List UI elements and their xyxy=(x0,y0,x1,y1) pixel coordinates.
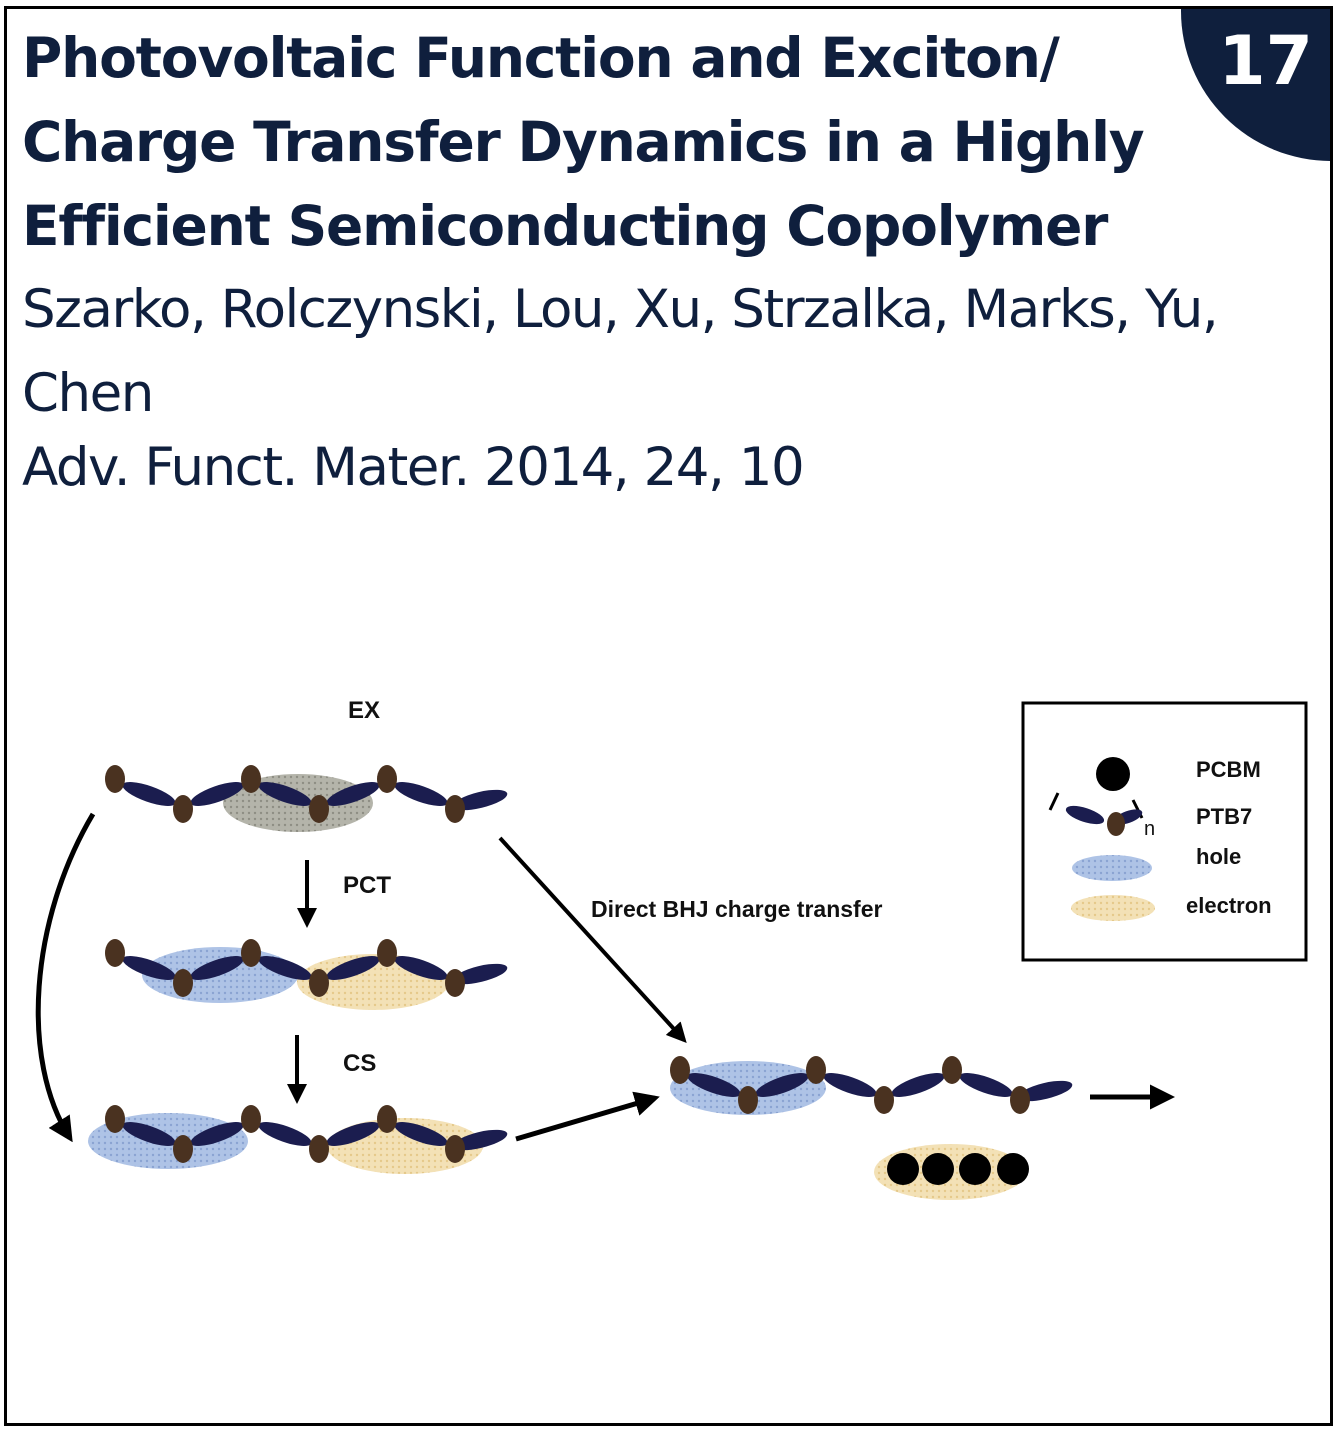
legend-pcbm-label: PCBM xyxy=(1196,757,1261,782)
polymer-segment xyxy=(122,1122,176,1146)
polymer-bead xyxy=(445,795,465,823)
legend-hole-label: hole xyxy=(1196,844,1241,869)
pct-state xyxy=(105,939,508,1010)
pcbm-legend-icon xyxy=(1096,757,1130,791)
polymer-bead xyxy=(445,1135,465,1163)
pcbm-ball xyxy=(959,1153,991,1185)
polymer-bead xyxy=(309,1135,329,1163)
polymer-bead xyxy=(309,969,329,997)
pcbm-ball xyxy=(887,1153,919,1185)
direct-bhj-arrow xyxy=(498,836,687,1043)
paper-title: Photovoltaic Function and Exciton/ Charg… xyxy=(22,26,1145,258)
paper-authors: Szarko, Rolczynski, Lou, Xu, Strzalka, M… xyxy=(22,279,1219,424)
cs-label: CS xyxy=(343,1050,376,1077)
polymer-bead xyxy=(105,1105,125,1133)
polymer-segment xyxy=(394,956,448,980)
bhj-polymer-chain xyxy=(670,1056,1073,1114)
polymer-bead xyxy=(173,969,193,997)
legend-subscript-n: n xyxy=(1144,818,1155,840)
hole-legend-icon xyxy=(1072,855,1152,881)
polymer-bead xyxy=(173,1135,193,1163)
polymer-segment xyxy=(1017,1080,1073,1102)
polymer-bead xyxy=(377,939,397,967)
cs-polymer-chain xyxy=(105,1105,508,1163)
polymer-bead xyxy=(377,1105,397,1133)
bhj-state xyxy=(670,1056,1073,1200)
direct-bhj-label: Direct BHJ charge transfer xyxy=(591,896,882,922)
polymer-segment xyxy=(394,782,448,806)
ptb7-legend-icon: n xyxy=(1048,792,1155,840)
legend-ptb7-label: PTB7 xyxy=(1196,804,1252,829)
polymer-bead xyxy=(874,1086,894,1114)
polymer-segment xyxy=(258,1122,312,1146)
polymer-bead xyxy=(173,795,193,823)
paper-citation: Adv. Funct. Mater. 2014, 24, 10 xyxy=(22,437,805,498)
legend: PCBM n PTB7 hole electron xyxy=(1021,701,1308,962)
polymer-segment xyxy=(190,1122,244,1146)
polymer-segment xyxy=(122,782,176,806)
polymer-bead xyxy=(105,765,125,793)
ex-polymer-chain xyxy=(105,765,508,823)
polymer-bead xyxy=(670,1056,690,1084)
polymer-segment xyxy=(326,956,380,980)
polymer-bead xyxy=(377,765,397,793)
polymer-bead xyxy=(241,1105,261,1133)
polymer-bead xyxy=(241,939,261,967)
cs-to-bhj-arrow xyxy=(515,1091,660,1142)
polymer-segment xyxy=(823,1073,877,1097)
polymer-bead xyxy=(105,939,125,967)
polymer-segment xyxy=(452,1129,508,1151)
polymer-segment xyxy=(326,782,380,806)
polymer-segment xyxy=(326,1122,380,1146)
polymer-segment xyxy=(258,956,312,980)
polymer-bead xyxy=(309,795,329,823)
badge-number: 17 xyxy=(1218,22,1313,101)
polymer-segment xyxy=(122,956,176,980)
polymer-segment xyxy=(452,789,508,811)
polymer-segment xyxy=(755,1073,809,1097)
polymer-bead xyxy=(1010,1086,1030,1114)
electron-legend-icon xyxy=(1071,895,1155,921)
polymer-segment xyxy=(190,782,244,806)
polymer-segment xyxy=(687,1073,741,1097)
legend-box xyxy=(1021,701,1308,962)
direct-cs-curved-arrow xyxy=(35,812,96,1143)
ex-label: EX xyxy=(348,697,380,724)
polymer-bead xyxy=(806,1056,826,1084)
pct-label: PCT xyxy=(343,872,391,899)
ex-state: EX xyxy=(105,697,508,832)
cs-state xyxy=(88,1105,508,1174)
polymer-segment xyxy=(258,782,312,806)
polymer-segment xyxy=(959,1073,1013,1097)
polymer-bead xyxy=(942,1056,962,1084)
polymer-segment xyxy=(891,1073,945,1097)
polymer-bead xyxy=(241,765,261,793)
legend-electron-label: electron xyxy=(1186,893,1272,918)
pcbm-ball xyxy=(997,1153,1029,1185)
polymer-segment xyxy=(190,956,244,980)
polymer-segment xyxy=(452,963,508,985)
polymer-bead xyxy=(738,1086,758,1114)
pct-polymer-chain xyxy=(105,939,508,997)
pcbm-ball xyxy=(922,1153,954,1185)
polymer-bead xyxy=(445,969,465,997)
polymer-segment xyxy=(394,1122,448,1146)
